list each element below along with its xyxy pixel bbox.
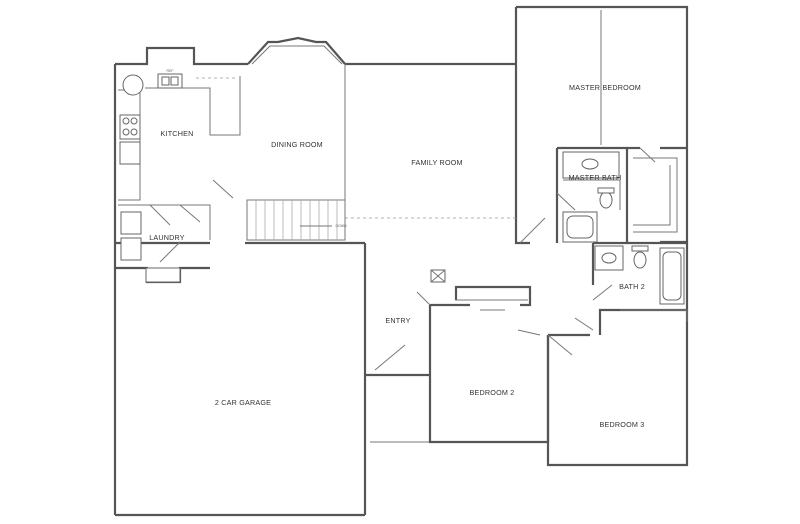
master-sink-icon (581, 158, 599, 170)
range-icon (119, 114, 141, 140)
room-label-master-bath: MASTER BATH (569, 173, 622, 182)
bath2-sink-icon (601, 252, 617, 264)
stair-down-label: DOWN (335, 224, 347, 228)
corner-unit-icon (122, 74, 144, 96)
washer-icon (120, 211, 142, 235)
dishwasher-icon (119, 141, 141, 165)
room-label-dining-room: DINING ROOM (271, 140, 323, 149)
master-toilet-icon (599, 191, 613, 209)
room-label-bedroom-3: BEDROOM 3 (600, 420, 645, 429)
fixtures: REF (119, 69, 685, 305)
room-label-kitchen: KITCHEN (161, 129, 194, 138)
room-labels: MASTER BEDROOM KITCHEN DINING ROOM FAMIL… (149, 83, 645, 429)
room-label-master-bedroom: MASTER BEDROOM (569, 83, 641, 92)
room-label-garage: 2 CAR GARAGE (215, 398, 271, 407)
refrigerator-label: REF (167, 69, 174, 73)
room-label-family-room: FAMILY ROOM (411, 158, 462, 167)
room-label-bath-2: BATH 2 (619, 282, 645, 291)
dryer-icon (120, 237, 142, 261)
doors (149, 147, 656, 371)
stairs: DOWN (246, 199, 347, 241)
bath2-toilet-icon (633, 251, 647, 269)
room-label-laundry: LAUNDRY (149, 233, 185, 242)
room-label-bedroom-2: BEDROOM 2 (470, 388, 515, 397)
room-label-entry: ENTRY (385, 316, 410, 325)
